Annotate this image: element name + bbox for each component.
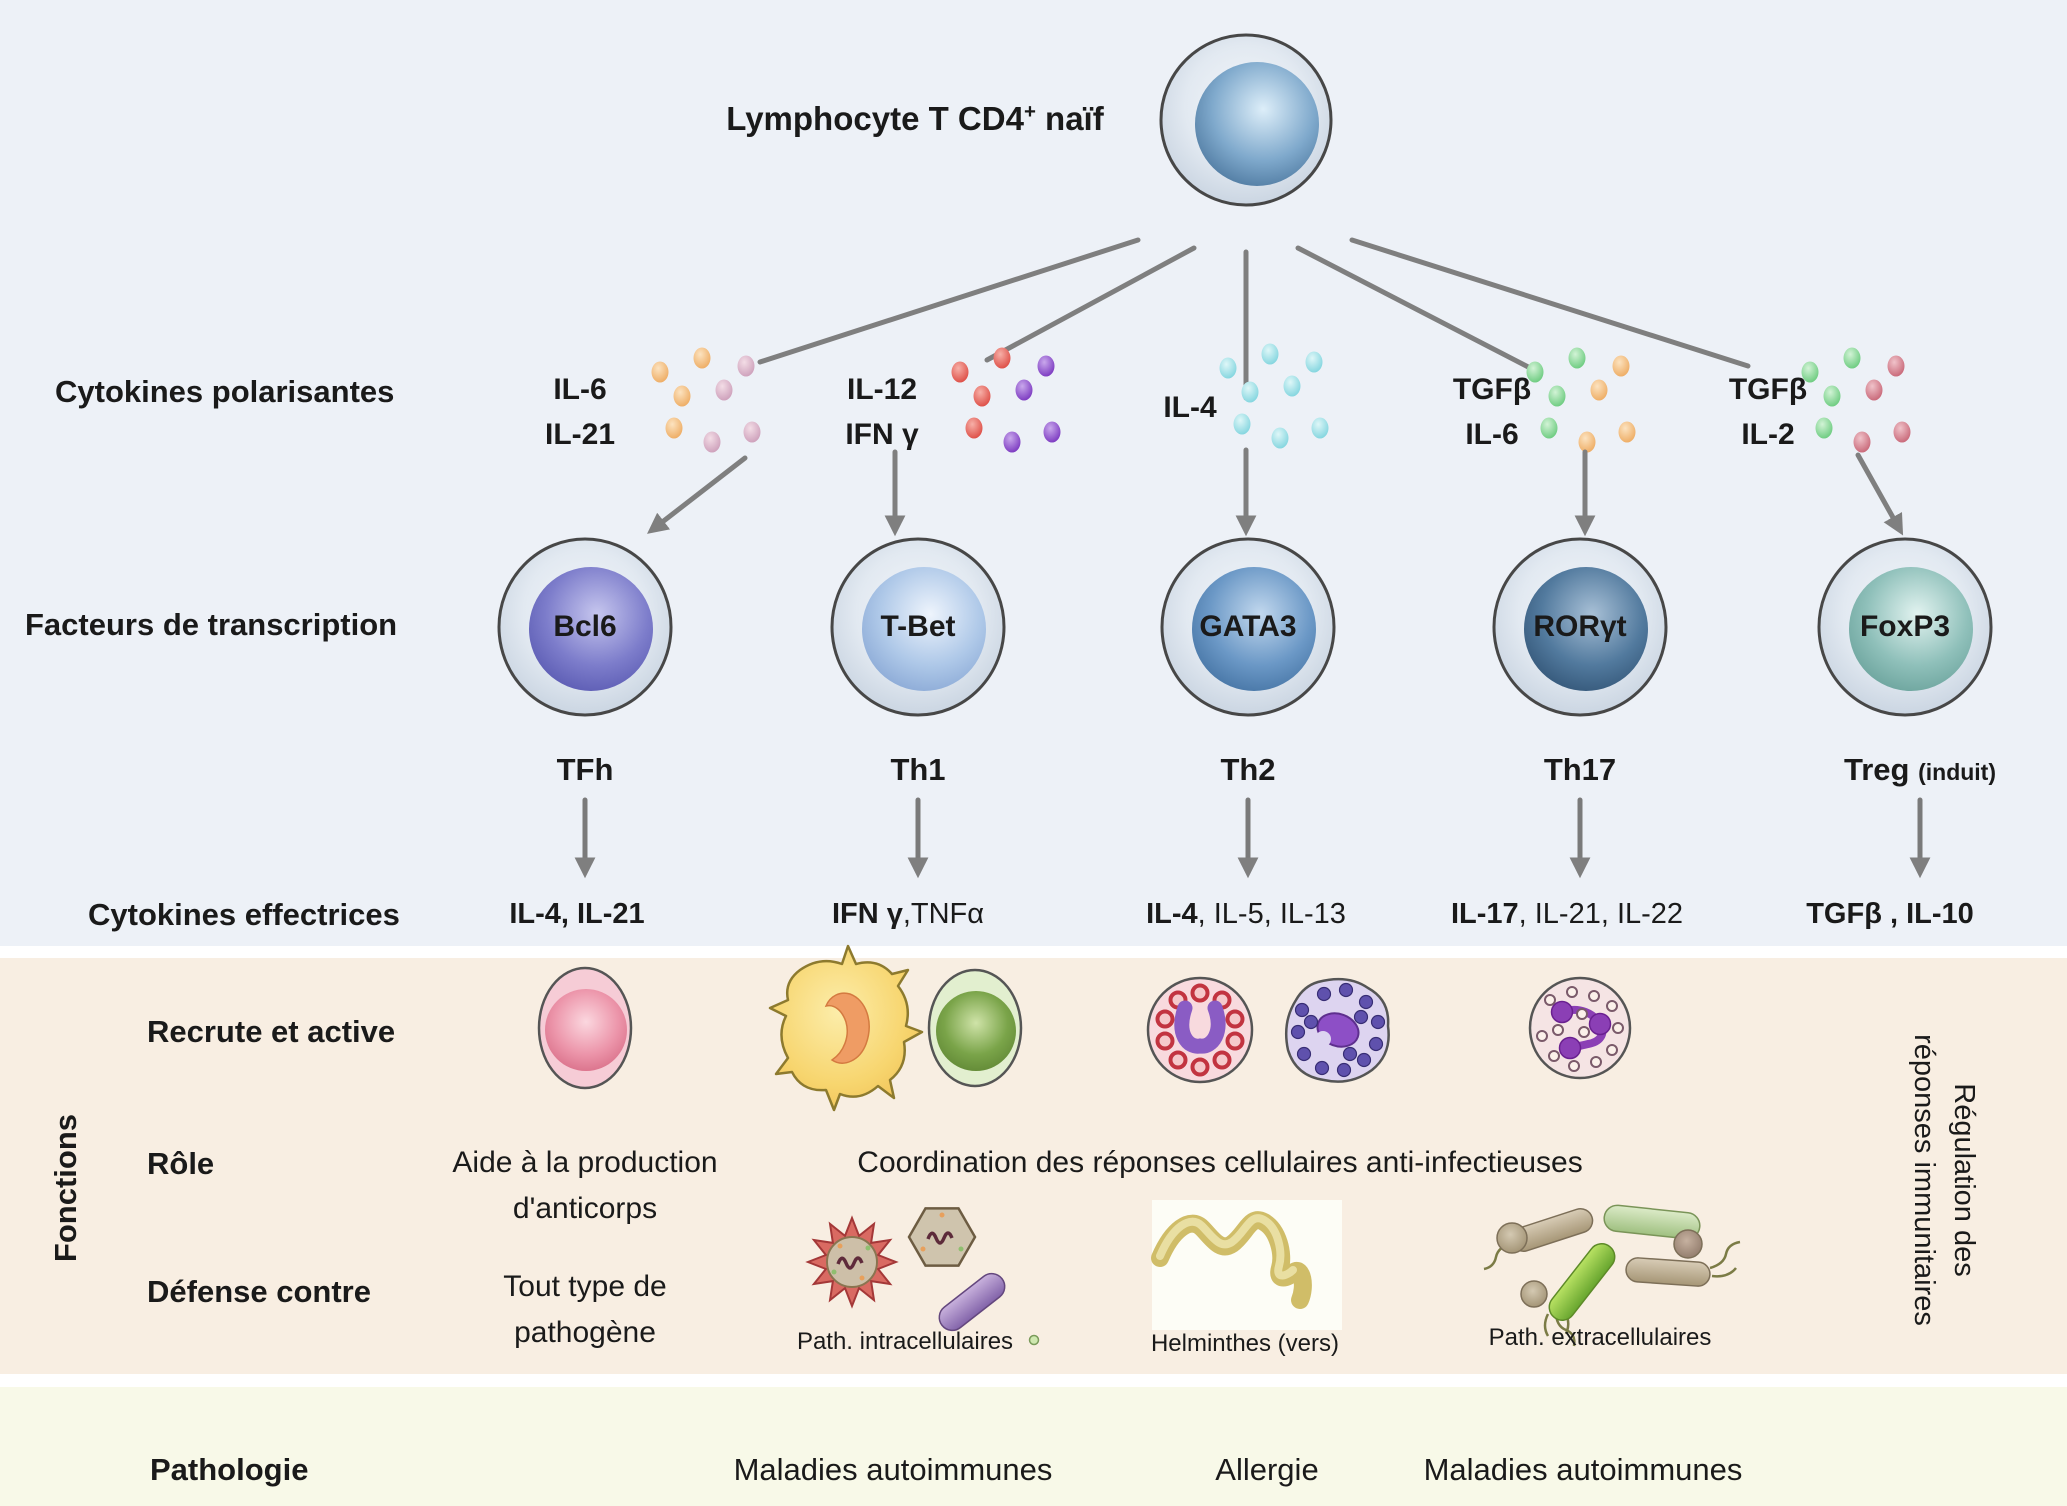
defense-line: pathogène — [514, 1316, 656, 1349]
effector-bold: IL-4 — [1146, 898, 1198, 930]
cytokine-line: IL-2 — [1741, 418, 1795, 451]
macrophage-icon — [768, 944, 924, 1112]
subtype-label-th17: Th17 — [1543, 752, 1617, 787]
intracellular-pathogens-icon — [805, 1207, 1006, 1332]
naive-t-cell-icon — [1159, 33, 1333, 207]
tf-label-gata3: GATA3 — [1199, 610, 1297, 643]
caption-helminths: Helminthes (vers) — [1150, 1330, 1340, 1357]
effector-rest: , IL-21, IL-22 — [1518, 898, 1684, 930]
cytokine-line: IFN γ — [845, 418, 919, 451]
subtype-name: Treg — [1844, 752, 1910, 787]
effector-arrows — [574, 797, 1931, 879]
cytokine-line: IL-21 — [544, 418, 616, 451]
effector-treg: TGFβ , IL-10 — [1720, 898, 2060, 931]
subtype-label-tfh: TFh — [556, 752, 614, 787]
effector-bold: IL-4, IL-21 — [509, 898, 645, 930]
pathology-section-background — [0, 1387, 2067, 1506]
effector-tfh: IL-4, IL-21 — [407, 898, 747, 931]
effector-th17: IL-17, IL-21, IL-22 — [1397, 898, 1737, 931]
subtype-suffix: (induit) — [1918, 759, 1996, 785]
tf-label-bcl6: Bcl6 — [553, 610, 617, 643]
polarization-arrows — [647, 447, 1904, 537]
basophil-icon — [1285, 977, 1390, 1083]
neutrophil-icon — [1528, 976, 1632, 1080]
tgfb-il2-cytokine-dots-icon — [1801, 347, 1911, 453]
rorgt-cell-icon — [1492, 537, 1668, 717]
bcl6-cell-icon — [497, 537, 673, 717]
tbet-cell-icon — [830, 537, 1006, 717]
title-superscript: + — [1023, 100, 1036, 123]
polarizing-label-treg: TGFβ IL-2 — [1668, 367, 1868, 457]
helminth-worm-icon — [1151, 1200, 1342, 1330]
effector-rest: ,TNFα — [902, 898, 985, 930]
pathology-th1: Maladies autoimmunes — [733, 1452, 1053, 1487]
cytokine-line: TGFβ — [1728, 373, 1808, 406]
row-label-transcription-factors: Facteurs de transcription — [25, 607, 398, 642]
subtype-label-th1: Th1 — [890, 752, 946, 787]
effector-bold: TGFβ , IL-10 — [1806, 898, 1974, 930]
polarizing-label-th17: TGFβ IL-6 — [1392, 367, 1592, 457]
subtype-label-th2: Th2 — [1220, 752, 1276, 787]
role-line: Aide à la production — [452, 1146, 718, 1179]
tgfb-il6-cytokine-dots-icon — [1526, 347, 1636, 453]
effector-rest: , IL-5, IL-13 — [1197, 898, 1346, 930]
green-speck-icon — [1028, 1334, 1040, 1346]
il4-cytokine-dots-icon — [1219, 343, 1329, 449]
cytokine-line: IL-6 — [553, 373, 607, 406]
role-line: d'anticorps — [512, 1192, 658, 1225]
b-cell-icon — [537, 966, 633, 1090]
cytokine-line: IL-6 — [1465, 418, 1519, 451]
tfh-role-text: Aide à la production d'anticorps — [400, 1140, 770, 1232]
row-label-pathology: Pathologie — [150, 1452, 309, 1487]
tf-label-rorgt: RORγt — [1533, 610, 1627, 643]
row-label-recruits: Recrute et active — [147, 1014, 396, 1049]
row-label-role: Rôle — [147, 1146, 215, 1181]
tf-label-tbet: T-Bet — [880, 610, 956, 643]
row-label-defense: Défense contre — [147, 1274, 371, 1309]
caption-intracellular-pathogens: Path. intracellulaires — [796, 1328, 1014, 1355]
cytokine-line: TGFβ — [1452, 373, 1532, 406]
il12-ifng-cytokine-dots-icon — [951, 347, 1061, 453]
pathology-th17: Maladies autoimmunes — [1423, 1452, 1743, 1487]
eosinophil-icon — [1146, 976, 1254, 1084]
effector-bold: IFN γ — [831, 898, 903, 930]
row-label-effector-cytokines: Cytokines effectrices — [88, 897, 400, 932]
tf-label-foxp3: FoxP3 — [1859, 610, 1951, 643]
polarizing-label-th1: IL-12 IFN γ — [782, 367, 982, 457]
differentiation-section-background — [0, 0, 2067, 946]
effector-th2: IL-4, IL-5, IL-13 — [1076, 898, 1416, 931]
gata3-cell-icon — [1160, 537, 1336, 717]
cytotoxic-cell-icon — [927, 968, 1023, 1088]
functions-section-background — [0, 958, 2067, 1374]
polarizing-label-tfh: IL-6 IL-21 — [480, 367, 680, 457]
effector-bold: IL-17 — [1450, 898, 1519, 930]
cytokine-line: IL-12 — [846, 373, 918, 406]
effector-th1: IFN γ,TNFα — [738, 898, 1078, 931]
subtype-label-treg: Treg (induit) — [1790, 752, 2050, 788]
defense-line: Tout type de — [503, 1270, 667, 1303]
row-label-polarizing-cytokines: Cytokines polarisantes — [55, 374, 395, 409]
regulation-line: réponses immunitaires — [1908, 1034, 1940, 1326]
polarizing-label-th2: IL-4 — [1090, 385, 1290, 430]
page-title: Lymphocyte T CD4+ naïf — [665, 100, 1165, 138]
differentiation-lines — [757, 237, 1751, 401]
title-text: Lymphocyte T CD4 — [726, 100, 1024, 137]
extracellular-bacteria-icon — [1483, 1204, 1741, 1347]
title-suffix: naïf — [1035, 100, 1104, 137]
coordination-role-text: Coordination des réponses cellulaires an… — [857, 1146, 1583, 1179]
treg-regulation-text: Régulation des réponses immunitaires — [1900, 960, 1984, 1400]
regulation-line: Régulation des — [1948, 1083, 1980, 1277]
row-label-functions: Fonctions — [48, 1113, 83, 1263]
pathology-th2: Allergie — [1215, 1452, 1319, 1487]
caption-extracellular-pathogens: Path. extracellulaires — [1488, 1324, 1712, 1351]
cytokine-line: IL-4 — [1163, 391, 1217, 424]
tfh-defense-text: Tout type de pathogène — [400, 1264, 770, 1356]
il6-il21-cytokine-dots-icon — [651, 347, 761, 453]
foxp3-cell-icon — [1817, 537, 1993, 717]
